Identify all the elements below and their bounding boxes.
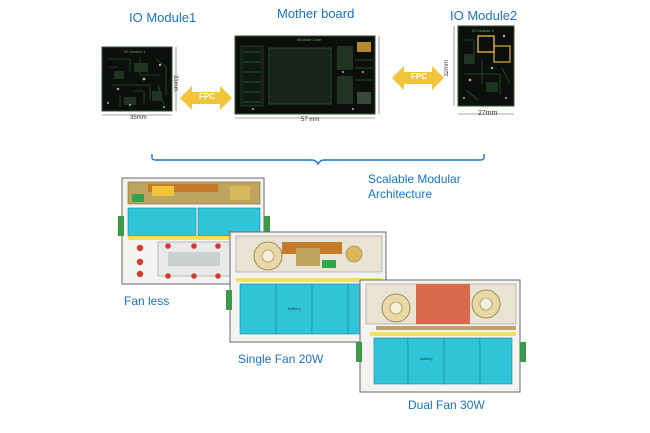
io1-height-dim: 31mm <box>172 75 178 92</box>
grouping-brace <box>150 152 490 166</box>
dual-fan-chassis: Battery <box>356 278 526 394</box>
io-module-2-label: IO Module2 <box>450 8 518 23</box>
fpc-arrow-left: FPC <box>180 84 232 112</box>
io1-width-dim: 35mm <box>130 115 147 121</box>
battery-label-dual: Battery <box>420 356 433 361</box>
mother-board-label: Mother board <box>277 6 355 21</box>
mb-board-title: Modular Core <box>297 37 322 42</box>
config-single-fan-label: Single Fan 20W <box>238 352 324 366</box>
config-fanless-label: Fan less <box>124 294 170 308</box>
fpc-label-right: FPC <box>411 72 427 81</box>
mother-board: Modular Core 57 mm <box>233 32 383 124</box>
scalable-architecture-label: Scalable Modular Architecture <box>368 172 461 201</box>
io2-board-title: IO Module 2 <box>472 28 495 33</box>
io2-width-dim: 27mm <box>478 110 498 117</box>
io-module-2-board: IO Module 2 27mm 32mm <box>444 24 524 122</box>
mb-width-dim: 57 mm <box>301 117 320 123</box>
io-module-1-board: IO Module 1 35mm 31mm <box>100 45 182 121</box>
config-dual-fan-label: Dual Fan 30W <box>408 398 485 412</box>
io1-board-title: IO Module 1 <box>124 49 147 54</box>
io-module-1-label: IO Module1 <box>129 10 197 25</box>
fpc-label-left: FPC <box>199 92 215 101</box>
io2-height-dim: 32mm <box>444 60 450 77</box>
fpc-arrow-right: FPC <box>392 64 444 92</box>
battery-label-single: Battery <box>288 306 301 311</box>
